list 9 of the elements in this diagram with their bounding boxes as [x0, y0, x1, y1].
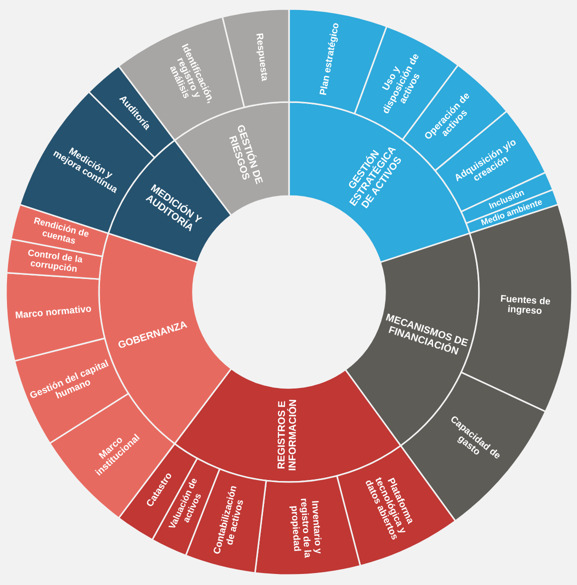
segment-label: Control de la corrupción: [26, 246, 84, 276]
sunburst-segment: [222, 8, 290, 108]
segment-label: Marco normativo: [14, 304, 92, 322]
segment-label: Inventario y registro de la propiedad: [287, 496, 324, 560]
sunburst-segment: [254, 475, 362, 576]
segment-label: REGISTROS E INFORMACIÓN: [276, 398, 300, 473]
segment-label: Respuesta: [252, 32, 270, 82]
segment-label: Plan estratégico: [318, 22, 342, 96]
segment-label: Fuentes de ingreso: [499, 294, 552, 320]
